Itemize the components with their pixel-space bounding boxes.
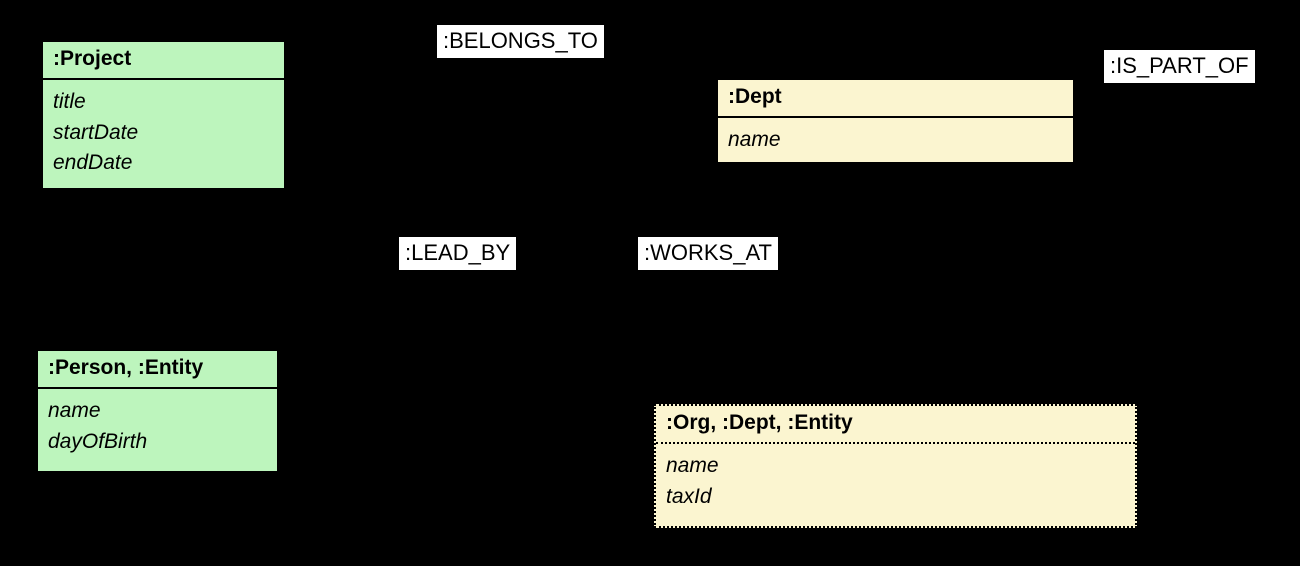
property-item: name [48, 399, 101, 423]
relationship-label-lead-by[interactable]: :LEAD_BY [399, 237, 517, 271]
property-item: taxId [666, 484, 712, 508]
node-project-properties: title startDate endDate [43, 80, 284, 186]
node-person-entity-properties: name dayOfBirth [38, 389, 277, 465]
edge-belongs-to-dept [642, 39, 717, 96]
node-dept-properties: name [718, 118, 1073, 162]
node-person-entity[interactable]: :Person, :Entity name dayOfBirth [36, 349, 279, 473]
property-item: startDate [53, 120, 139, 144]
node-project[interactable]: :Project title startDate endDate [41, 40, 286, 190]
edge-dept-is-part-of [1074, 65, 1105, 96]
node-org-dept-entity[interactable]: :Org, :Dept, :Entity name taxId [654, 404, 1137, 528]
node-org-dept-entity-properties: name taxId [656, 444, 1135, 520]
property-item: name [728, 128, 781, 152]
edge-works-at-org [721, 267, 861, 405]
edge-person-works-at [278, 251, 639, 401]
node-dept[interactable]: :Dept name [716, 78, 1075, 164]
relationship-label-works-at[interactable]: :WORKS_AT [638, 237, 778, 271]
property-item: title [53, 90, 86, 114]
relationship-label-belongs-to[interactable]: :BELONGS_TO [437, 25, 604, 59]
property-item: name [666, 454, 719, 478]
node-project-header: :Project [43, 42, 284, 81]
edge-person-lead-by [278, 251, 400, 381]
relationship-label-is-part-of[interactable]: :IS_PART_OF [1104, 50, 1255, 84]
edge-project-belongs-to [285, 39, 438, 76]
edge-is-part-of-org [1136, 81, 1255, 431]
property-item: dayOfBirth [48, 429, 148, 453]
edge-lead-by-project [179, 189, 471, 238]
node-person-entity-header: :Person, :Entity [38, 351, 277, 390]
node-org-dept-entity-header: :Org, :Dept, :Entity [656, 406, 1135, 445]
property-item: endDate [53, 151, 133, 175]
node-dept-header: :Dept [718, 80, 1073, 119]
